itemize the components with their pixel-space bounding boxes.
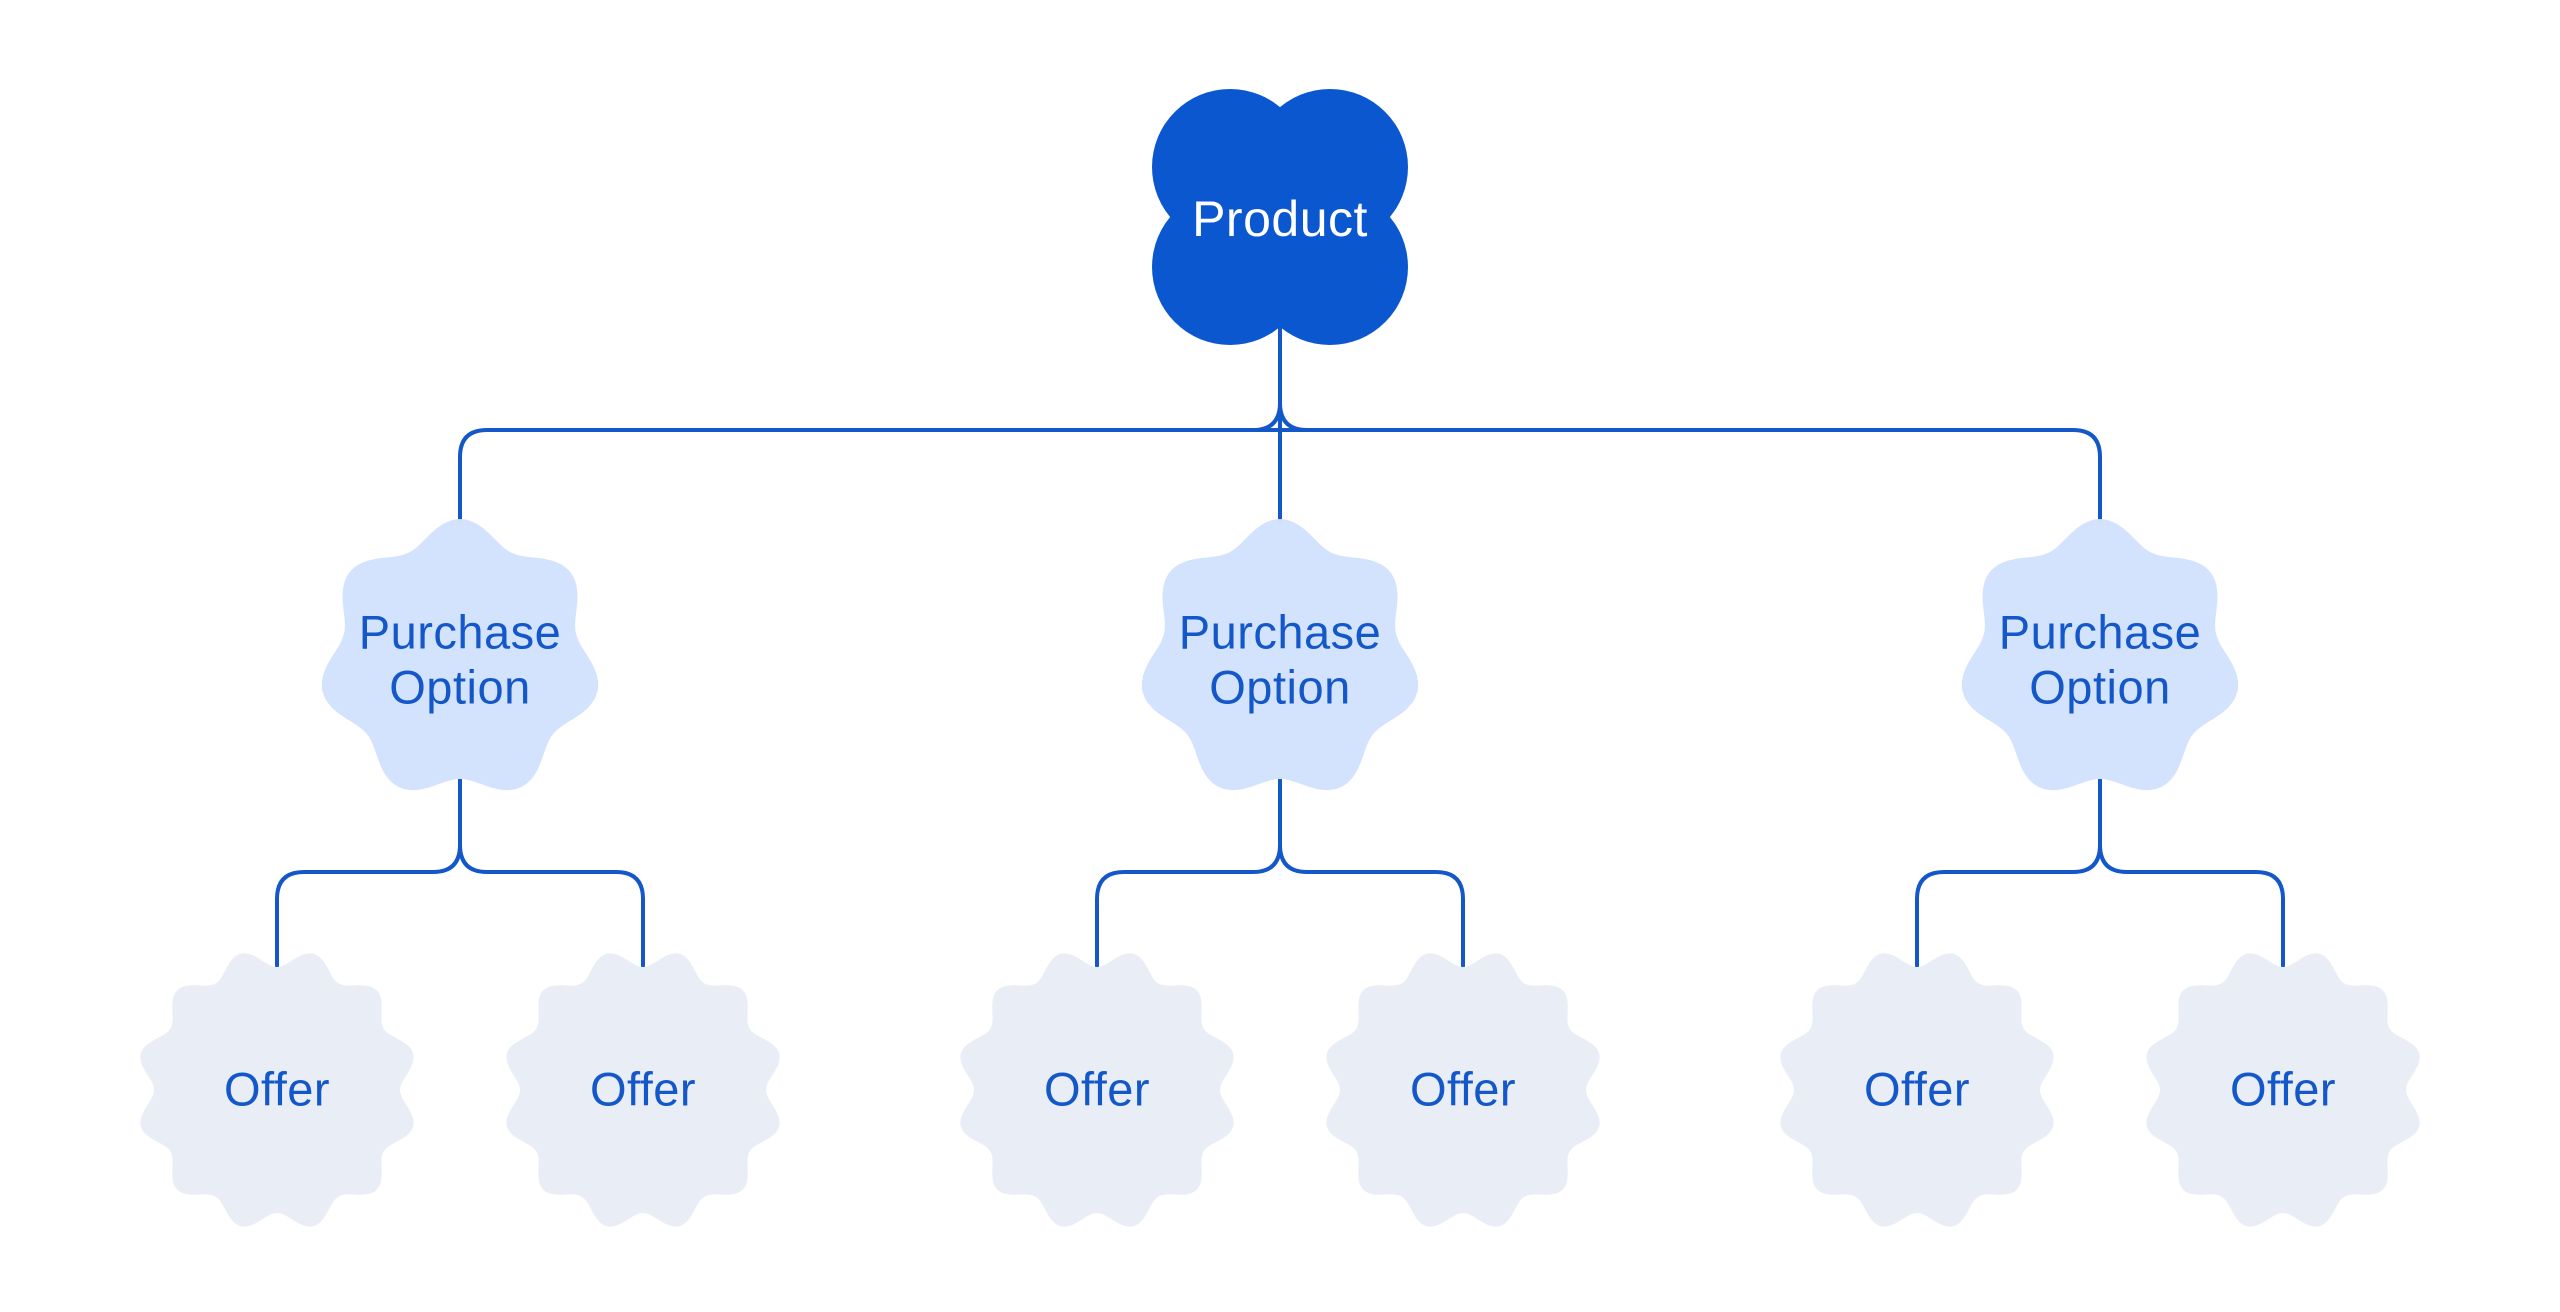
offer-node-1: [140, 953, 414, 1227]
connector-bus: [458, 428, 2102, 545]
offer-node-6: [2146, 953, 2420, 1227]
purchase-option-node-2: [1141, 519, 1419, 791]
offer-node-4: [1326, 953, 1600, 1227]
connector-junction-fillet-right: [1278, 402, 1308, 432]
connector-lines: [275, 320, 2285, 978]
connector-po1-offer1: [275, 844, 462, 978]
connector-junction-fillet-left: [1252, 402, 1282, 432]
connector-po3-offer6: [2098, 844, 2285, 978]
purchase-option-node-3: [1961, 519, 2239, 791]
offer-node-3: [960, 953, 1234, 1227]
purchase-option-node-1: [321, 519, 599, 791]
connector-po2-offer4: [1278, 844, 1465, 978]
connector-po2-offer3: [1095, 844, 1282, 978]
product-node: [1152, 89, 1408, 345]
connector-po3-offer5: [1915, 844, 2102, 978]
offer-node-2: [506, 953, 780, 1227]
connector-po1-offer2: [458, 844, 645, 978]
offer-node-5: [1780, 953, 2054, 1227]
